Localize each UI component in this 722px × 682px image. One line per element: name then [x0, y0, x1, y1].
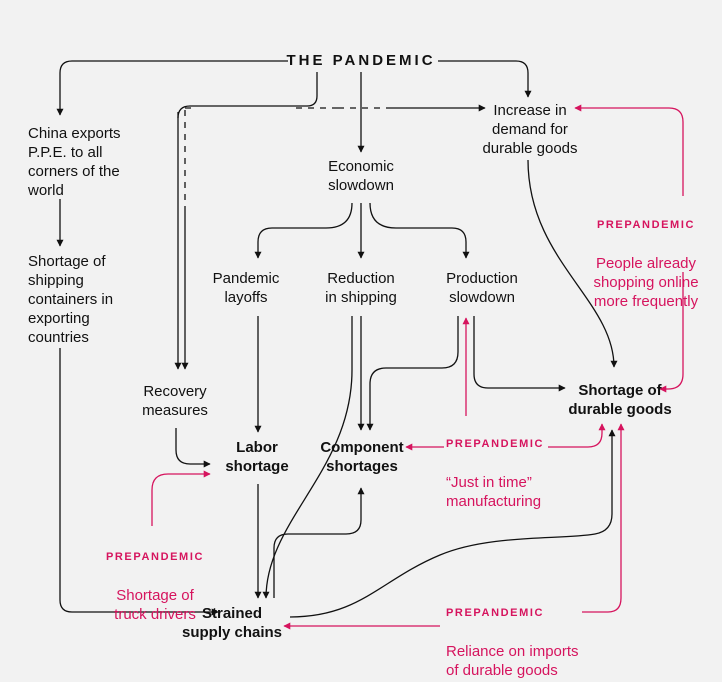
edge-shipping-strained — [262, 316, 353, 599]
prepandemic-imports-text: Reliance on imports of durable goods — [446, 643, 579, 679]
edge-slowdown-layoffs — [254, 202, 353, 259]
edge-truck-labor — [151, 470, 211, 526]
node-strained-supply: Strained supply chains — [181, 605, 283, 641]
node-production-slowdown: Production slowdown — [446, 270, 518, 306]
edge-imports-durable — [582, 423, 625, 613]
node-container-shortage: Shortage of shipping containers in expor… — [28, 253, 114, 346]
edge-strained-durable — [289, 429, 616, 618]
prepandemic-tag: PREPANDEMIC — [446, 438, 545, 450]
prepandemic-truck-drivers: PREPANDEMIC Shortage of truck drivers — [92, 531, 218, 624]
edge-online-durable — [659, 272, 684, 393]
edge-online-demand — [574, 104, 684, 196]
node-china-exports: China exports P.P.E. to all corners of t… — [28, 125, 121, 199]
edge-strained-components — [273, 487, 365, 598]
node-labor-shortage: Labor shortage — [225, 439, 289, 475]
prepandemic-jit-text: “Just in time” manufacturing — [446, 474, 542, 510]
prepandemic-tag: PREPANDEMIC — [105, 551, 205, 563]
edge-demand-durable — [527, 159, 618, 368]
node-recovery-measures: Recovery measures — [142, 383, 208, 419]
prepandemic-online-shopping: PREPANDEMIC People already shopping onli… — [582, 199, 710, 311]
edge-containers-strained — [59, 348, 219, 616]
prepandemic-tag: PREPANDEMIC — [446, 607, 545, 619]
edge-recovery-labor — [175, 428, 211, 468]
edge-recovery-dashed — [177, 107, 196, 210]
edge-slowdown-production — [369, 202, 470, 259]
edge-production-durable — [473, 316, 566, 392]
node-economic-slowdown: Economic slowdown — [328, 158, 394, 194]
edge-pandemic-recovery — [174, 72, 318, 370]
node-increase-demand: Increase in demand for durable goods — [482, 102, 578, 157]
prepandemic-tag: PREPANDEMIC — [596, 219, 696, 231]
prepandemic-just-in-time: PREPANDEMIC “Just in time” manufacturing — [446, 418, 566, 511]
diagram-title: THE PANDEMIC — [286, 52, 436, 69]
node-pandemic-layoffs: Pandemic layoffs — [212, 270, 280, 306]
edge-pandemic-china — [56, 60, 288, 116]
node-component-shortages: Component shortages — [320, 439, 404, 475]
prepandemic-online-text: People already shopping online more freq… — [593, 255, 699, 310]
edge-production-components — [366, 316, 459, 431]
edge-jit-durable — [548, 423, 606, 448]
prepandemic-imports: PREPANDEMIC Reliance on imports of durab… — [446, 587, 596, 680]
prepandemic-truck-text: Shortage of truck drivers — [114, 587, 196, 623]
node-reduction-shipping: Reduction in shipping — [325, 270, 397, 306]
node-durable-shortage: Shortage of durable goods — [568, 382, 672, 418]
edge-pandemic-demand — [438, 60, 532, 98]
